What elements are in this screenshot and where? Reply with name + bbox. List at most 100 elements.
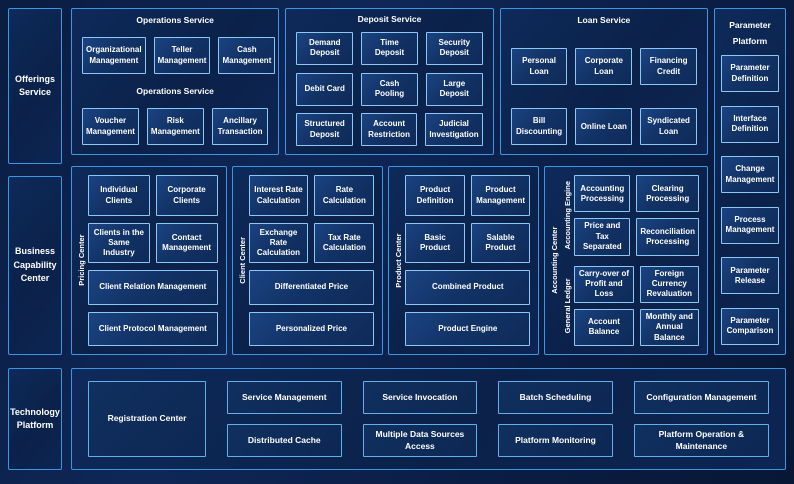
box-parameter-comparison: Parameter Comparison [721,307,779,345]
box-voucher-management: Voucher Management [82,108,139,146]
box-combined-product: Combined Product [405,270,531,305]
box-financing-credit: Financing Credit [640,48,697,86]
box-large-deposit: Large Deposit [425,72,483,106]
product-center-content: Product Definition Product Management Ba… [405,175,531,346]
box-account-balance: Account Balance [574,308,634,346]
box-client-relation-management: Client Relation Management [88,270,218,305]
upper-section: Offerings Service Business Capability Ce… [8,8,786,355]
box-account-restriction: Account Restriction [360,113,418,147]
box-salable-product: Salable Product [470,222,531,264]
box-batch-scheduling: Batch Scheduling [498,381,613,414]
pricing-wide-row-1: Client Relation Management [88,270,218,305]
box-parameter-definition: Parameter Definition [721,55,779,93]
lower-section: Technology Platform Registration Center … [8,368,786,470]
left-label-column: Offerings Service Business Capability Ce… [8,8,62,355]
box-risk-management: Risk Management [146,108,204,146]
box-rate-calculation: Rate Calculation [314,175,375,216]
general-ledger-label: General Ledger [563,278,573,334]
deposit-service-panel: Deposit Service Demand Deposit Time Depo… [285,8,494,156]
operations-service-panel: Operations Service Organizational Manage… [71,8,280,156]
parameter-platform-items: Parameter Definition Interface Definitio… [721,55,779,345]
technology-platform-label: Technology Platform [8,368,62,470]
box-registration-center: Registration Center [88,381,206,457]
operations-service-subtitle: Operations Service [136,86,214,97]
box-multiple-data-sources-access: Multiple Data Sources Access [362,424,478,457]
box-service-invocation: Service Invocation [362,381,478,414]
box-service-management: Service Management [227,381,342,414]
box-time-deposit: Time Deposit [361,31,418,65]
product-center-label: Product Center [394,233,404,288]
parameter-platform-title: Parameter Platform [729,20,771,47]
operations-service-title: Operations Service [136,15,214,25]
client-grid-row-2: Exchange Rate Calculation Tax Rate Calcu… [248,222,375,264]
center-column: Operations Service Organizational Manage… [71,8,708,355]
box-organizational-management: Organizational Management [82,37,146,75]
product-wide-row-2: Product Engine [405,311,531,346]
box-reconciliation-processing: Reconciliation Processing [636,218,699,256]
box-corporate-clients: Corporate Clients [155,175,218,216]
box-tax-rate-calculation: Tax Rate Calculation [314,222,375,264]
box-security-deposit: Security Deposit [425,31,483,65]
accounting-center-label: Accounting Center [550,227,560,295]
box-individual-clients: Individual Clients [88,175,150,216]
box-platform-monitoring: Platform Monitoring [498,424,613,457]
operations-row-2: Voucher Management Risk Management Ancil… [82,108,269,146]
box-bill-discounting: Bill Discounting [510,108,568,146]
accounting-engine-label: Accounting Engine [563,181,573,250]
box-clients-same-industry: Clients in the Same Industry [88,222,150,264]
client-wide-row-2: Personalized Price [248,311,375,346]
pricing-grid-row-2: Clients in the Same Industry Contact Man… [88,222,218,264]
box-cash-management: Cash Management [218,37,276,75]
services-row: Operations Service Organizational Manage… [71,8,708,156]
accounting-engine-group: Accounting Engine Accounting Processing … [561,175,699,256]
product-grid-row-1: Product Definition Product Management [405,175,531,216]
product-wide-row-1: Combined Product [405,270,531,305]
box-online-loan: Online Loan [575,108,633,146]
box-configuration-management: Configuration Management [633,381,769,414]
box-structured-deposit: Structured Deposit [296,113,353,147]
box-foreign-currency-revaluation: Foreign Currency Revaluation [639,265,699,303]
pricing-wide-row-2: Client Protocol Management [88,311,218,346]
technology-column-2: Service Invocation Multiple Data Sources… [362,381,478,457]
client-grid-row-1: Interest Rate Calculation Rate Calculati… [248,175,375,216]
loan-row-1: Personal Loan Corporate Loan Financing C… [510,48,697,86]
box-product-management: Product Management [470,175,531,216]
product-center-panel: Product Center Product Definition Produc… [388,166,540,355]
client-center-content: Interest Rate Calculation Rate Calculati… [248,175,375,346]
box-personal-loan: Personal Loan [510,48,568,86]
accounting-center-panel: Accounting Center Accounting Engine Acco… [544,166,708,355]
box-monthly-annual-balance: Monthly and Annual Balance [639,308,699,346]
loan-row-2: Bill Discounting Online Loan Syndicated … [510,108,697,146]
general-ledger-group: General Ledger Carry-over of Profit and … [561,265,699,346]
technology-column-1: Service Management Distributed Cache [227,381,342,457]
box-clearing-processing: Clearing Processing [636,175,699,213]
product-grid-row-2: Basic Product Salable Product [405,222,531,264]
box-debit-card: Debit Card [296,72,354,106]
offerings-service-label: Offerings Service [8,8,62,164]
box-cash-pooling: Cash Pooling [361,72,418,106]
business-capability-center-label: Business Capability Center [8,176,62,355]
box-personalized-price: Personalized Price [248,311,375,346]
deposit-row-2: Debit Card Cash Pooling Large Deposit [296,72,483,106]
deposit-row-3: Structured Deposit Account Restriction J… [296,113,483,147]
box-product-engine: Product Engine [405,311,531,346]
deposit-service-title: Deposit Service [357,14,422,24]
pricing-center-panel: Pricing Center Individual Clients Corpor… [71,166,227,355]
box-client-protocol-management: Client Protocol Management [88,311,218,346]
box-interface-definition: Interface Definition [721,105,779,143]
pricing-center-content: Individual Clients Corporate Clients Cli… [88,175,218,346]
box-corporate-loan: Corporate Loan [575,48,633,86]
technology-column-3: Batch Scheduling Platform Monitoring [498,381,613,457]
box-platform-operation-maintenance: Platform Operation & Maintenance [633,424,769,457]
technology-platform-panel: Registration Center Service Management D… [71,368,786,470]
deposit-row-1: Demand Deposit Time Deposit Security Dep… [296,31,483,65]
operations-row-1: Organizational Management Teller Managem… [82,37,276,75]
box-carry-over-profit-loss: Carry-over of Profit and Loss [574,265,634,303]
box-syndicated-loan: Syndicated Loan [640,108,697,146]
general-ledger-grid: Carry-over of Profit and Loss Foreign Cu… [574,265,699,346]
box-parameter-release: Parameter Release [721,257,779,295]
loan-service-title: Loan Service [577,15,631,25]
pricing-center-label: Pricing Center [77,235,86,287]
technology-column-4: Configuration Management Platform Operat… [633,381,769,457]
client-center-label: Client Center [237,237,247,284]
